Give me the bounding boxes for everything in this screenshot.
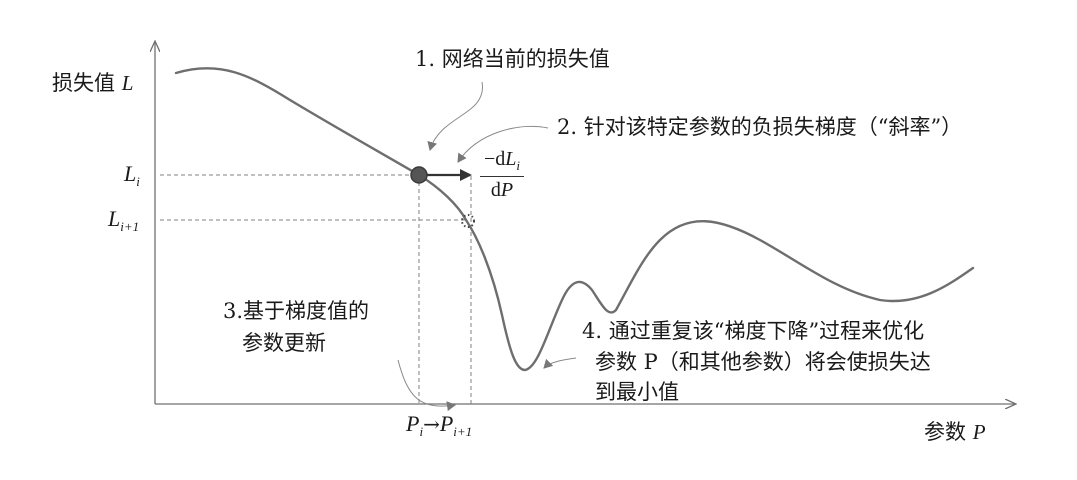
annotation-gradient-descent-line3: 到最小值 — [595, 380, 679, 404]
gradient-fraction: −dLi dP — [480, 148, 525, 202]
y-axis-label-text: 损失值 — [52, 71, 115, 95]
x-tick-pi-base: P — [406, 411, 420, 436]
annotation-current-loss: 1. 网络当前的损失值 — [415, 47, 610, 71]
x-tick-pi-to-pi1: Pi→Pi+1 — [406, 410, 472, 446]
y-tick-li-sub: i — [136, 174, 140, 189]
x-axis-variable: P — [972, 420, 986, 444]
y-axis-variable: L — [121, 71, 134, 95]
y-tick-li-base: L — [124, 161, 137, 186]
x-tick-pi1-base: P — [439, 411, 454, 436]
gradient-numerator-prefix: −d — [484, 148, 506, 170]
gradient-numerator: −dLi — [480, 148, 525, 177]
gradient-denominator-prefix: d — [490, 179, 501, 201]
annotation-gradient-descent-line2: 参数 P（和其他参数）将会使损失达 — [595, 350, 931, 374]
gradient-denominator: dP — [480, 177, 524, 202]
next-loss-point — [461, 214, 475, 228]
pointer-arrow-4 — [543, 357, 577, 369]
x-axis-label: 参数 P — [924, 418, 986, 446]
gradient-denominator-var: P — [500, 179, 514, 201]
y-tick-li1-sub: i+1 — [120, 219, 140, 234]
y-tick-li1-base: L — [108, 206, 121, 231]
x-tick-arrow: → — [423, 412, 440, 436]
x-axis-label-text: 参数 — [924, 420, 966, 444]
annotation-negative-gradient: 2. 针对该特定参数的负损失梯度（“斜率”） — [557, 115, 963, 139]
y-tick-li1: Li+1 — [108, 205, 139, 241]
pointer-arrow-3 — [397, 359, 456, 412]
annotation-gradient-descent-line1: 4. 通过重复该“梯度下降”过程来优化 — [582, 319, 925, 343]
pointer-arrow-1 — [427, 81, 483, 151]
current-loss-point — [410, 166, 428, 184]
pointer-arrow-2 — [457, 125, 549, 163]
gradient-numerator-sub: i — [516, 158, 521, 173]
loss-curve — [174, 67, 975, 372]
y-axis-label: 损失值 L — [52, 69, 133, 97]
y-tick-li: Li — [124, 160, 140, 196]
x-tick-pi-sub: i — [419, 424, 424, 439]
gradient-numerator-var: L — [505, 148, 517, 170]
x-tick-pi1-sub: i+1 — [453, 424, 473, 439]
annotation-parameter-update-line1: 3.基于梯度值的 — [223, 299, 370, 323]
annotation-parameter-update-line2: 参数更新 — [242, 331, 326, 355]
